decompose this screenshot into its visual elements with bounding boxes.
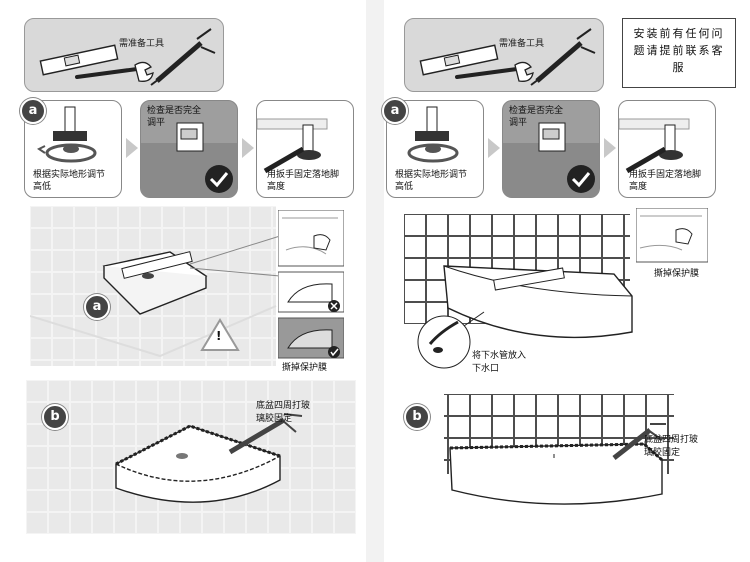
page-gutter: [366, 0, 384, 562]
tray-leveling-scene: a !: [30, 206, 360, 366]
tools-illustration: [39, 28, 216, 86]
step1-label: 根据实际地形调节高低: [395, 170, 468, 192]
step-check-level: 检查是否完全调平: [502, 100, 600, 198]
wrench-icon: [455, 61, 534, 82]
tools-illustration: [419, 28, 596, 86]
step-a-badge: a: [20, 98, 46, 124]
peel-label: 撕掉保护膜: [282, 363, 328, 373]
warning-glyph: !: [216, 329, 222, 343]
tools-box: 需准备工具: [404, 18, 604, 92]
glue-label: 底盆四周打玻璃胶固定: [644, 435, 699, 458]
arrow-right-icon: [604, 138, 616, 158]
contact-text: 安装前有任何问题请提前联系客服: [633, 27, 725, 74]
right-instruction-page: 需准备工具 安装前有任何问题请提前联系客服 根据实: [382, 2, 746, 558]
warning-icon: [200, 318, 240, 351]
peel-film-illustration: [636, 208, 708, 263]
step1-label: 根据实际地形调节高低: [33, 170, 106, 192]
step3-label: 用扳手固定落地脚高度: [629, 170, 702, 192]
wrench-icon: [75, 61, 154, 82]
step-b-badge: b: [404, 404, 430, 430]
check-circle-icon: [567, 165, 595, 193]
bathtub-leveling-scene: 将下水管放入下水口: [404, 214, 734, 380]
bathtub-glue-illustration: [444, 394, 674, 505]
spirit-level-icon: [39, 44, 119, 76]
step3-label: 用扳手固定落地脚高度: [267, 170, 340, 192]
spirit-level-icon: [419, 44, 499, 76]
wrench-fix-illustration: [619, 118, 690, 174]
level-check-illustration: [503, 122, 599, 197]
step-fix-foot: 用扳手固定落地脚高度: [618, 100, 716, 198]
drain-label: 将下水管放入下水口: [472, 351, 527, 374]
tools-title: 需准备工具: [499, 39, 545, 49]
step-a-badge: a: [382, 98, 408, 124]
caulking-gun-icon: [530, 28, 596, 86]
peel-film-frame: 撕掉保护膜: [636, 208, 708, 279]
peel-film-frames: 撕掉保护膜: [278, 210, 344, 373]
level-check-illustration: [141, 122, 237, 197]
glue-label: 底盆四周打玻璃胶固定: [256, 401, 311, 424]
tray-corner-illustration: [30, 206, 281, 366]
left-instruction-page: 需准备工具 根据实际地形调节高低 a: [4, 2, 366, 558]
caulking-gun-icon: [150, 28, 216, 86]
arrow-right-icon: [242, 138, 254, 158]
step2-label: 检查是否完全调平: [147, 106, 202, 128]
contact-service-box: 安装前有任何问题请提前联系客服: [622, 18, 736, 88]
tray-glue-illustration: [26, 380, 356, 534]
arrow-right-icon: [126, 138, 138, 158]
leveling-foot-illustration: [407, 106, 459, 163]
step-fix-foot: 用扳手固定落地脚高度: [256, 100, 354, 198]
peel-label: 撕掉保护膜: [654, 269, 700, 279]
check-circle-icon: [205, 165, 233, 193]
wrench-fix-illustration: [257, 118, 328, 174]
leveling-foot-illustration: [37, 106, 97, 163]
tray-glue-scene: b 底盆四周打玻璃胶固定: [26, 380, 356, 534]
step2-label: 检查是否完全调平: [509, 106, 564, 128]
arrow-right-icon: [488, 138, 500, 158]
bathtub-illustration: [404, 214, 633, 369]
tools-box: 需准备工具: [24, 18, 224, 92]
step-check-level: 检查是否完全调平: [140, 100, 238, 198]
step-b-badge: b: [42, 404, 68, 430]
tools-title: 需准备工具: [119, 39, 165, 49]
check-circle-icon: [328, 346, 340, 358]
step-a2-badge: a: [84, 294, 110, 320]
bathtub-glue-scene: b 底盆四周打玻璃胶固定: [404, 394, 704, 532]
peel-film-illustration: [278, 210, 344, 359]
